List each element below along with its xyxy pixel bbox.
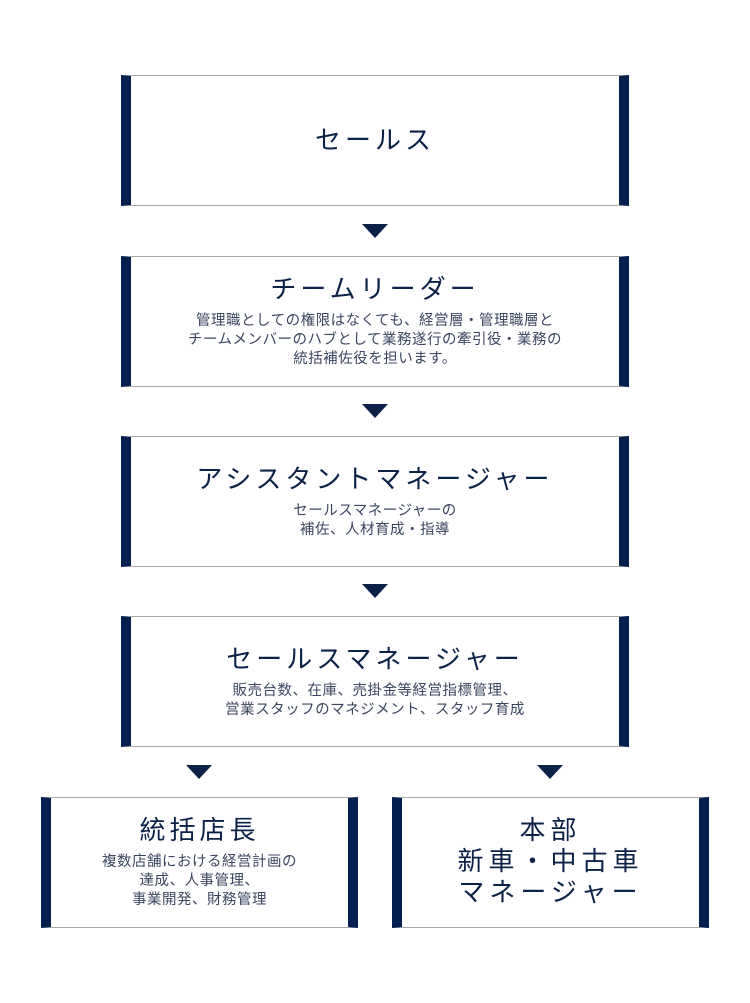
node-title: アシスタントマネージャー [196, 464, 554, 495]
arrow-down-icon [362, 224, 388, 238]
arrow-down-icon [362, 584, 388, 598]
node-description: 販売台数、在庫、売掛金等経営指標管理、 営業スタッフのマネジメント、スタッフ育成 [225, 682, 525, 718]
node-description: 複数店舗における経営計画の 達成、人事管理、 事業開発、財務管理 [102, 854, 297, 908]
node-hq-car-manager: 本部 新車・中古車 マネージャー [392, 797, 709, 928]
arrow-down-icon [186, 765, 212, 779]
arrow-down-icon [537, 765, 563, 779]
node-title: チームリーダー [270, 275, 480, 305]
node-general-store-manager: 統括店長 複数店舗における経営計画の 達成、人事管理、 事業開発、財務管理 [41, 797, 358, 928]
node-sales-manager: セールスマネージャー 販売台数、在庫、売掛金等経営指標管理、 営業スタッフのマネ… [121, 616, 629, 747]
node-title: セールスマネージャー [226, 644, 524, 675]
arrow-down-icon [362, 404, 388, 418]
node-title: 統括店長 [139, 816, 260, 846]
node-sales: セールス [121, 75, 629, 206]
node-title: 本部 新車・中古車 マネージャー [457, 816, 644, 908]
node-assistant-manager: アシスタントマネージャー セールスマネージャーの 補佐、人材育成・指導 [121, 436, 629, 567]
node-description: セールスマネージャーの 補佐、人材育成・指導 [293, 502, 457, 538]
node-title: セールス [314, 125, 435, 156]
node-team-leader: チームリーダー 管理職としての権限はなくても、経営層・管理職層と チームメンバー… [121, 256, 629, 387]
node-description: 管理職としての権限はなくても、経営層・管理職層と チームメンバーのハブとして業務… [187, 313, 563, 367]
